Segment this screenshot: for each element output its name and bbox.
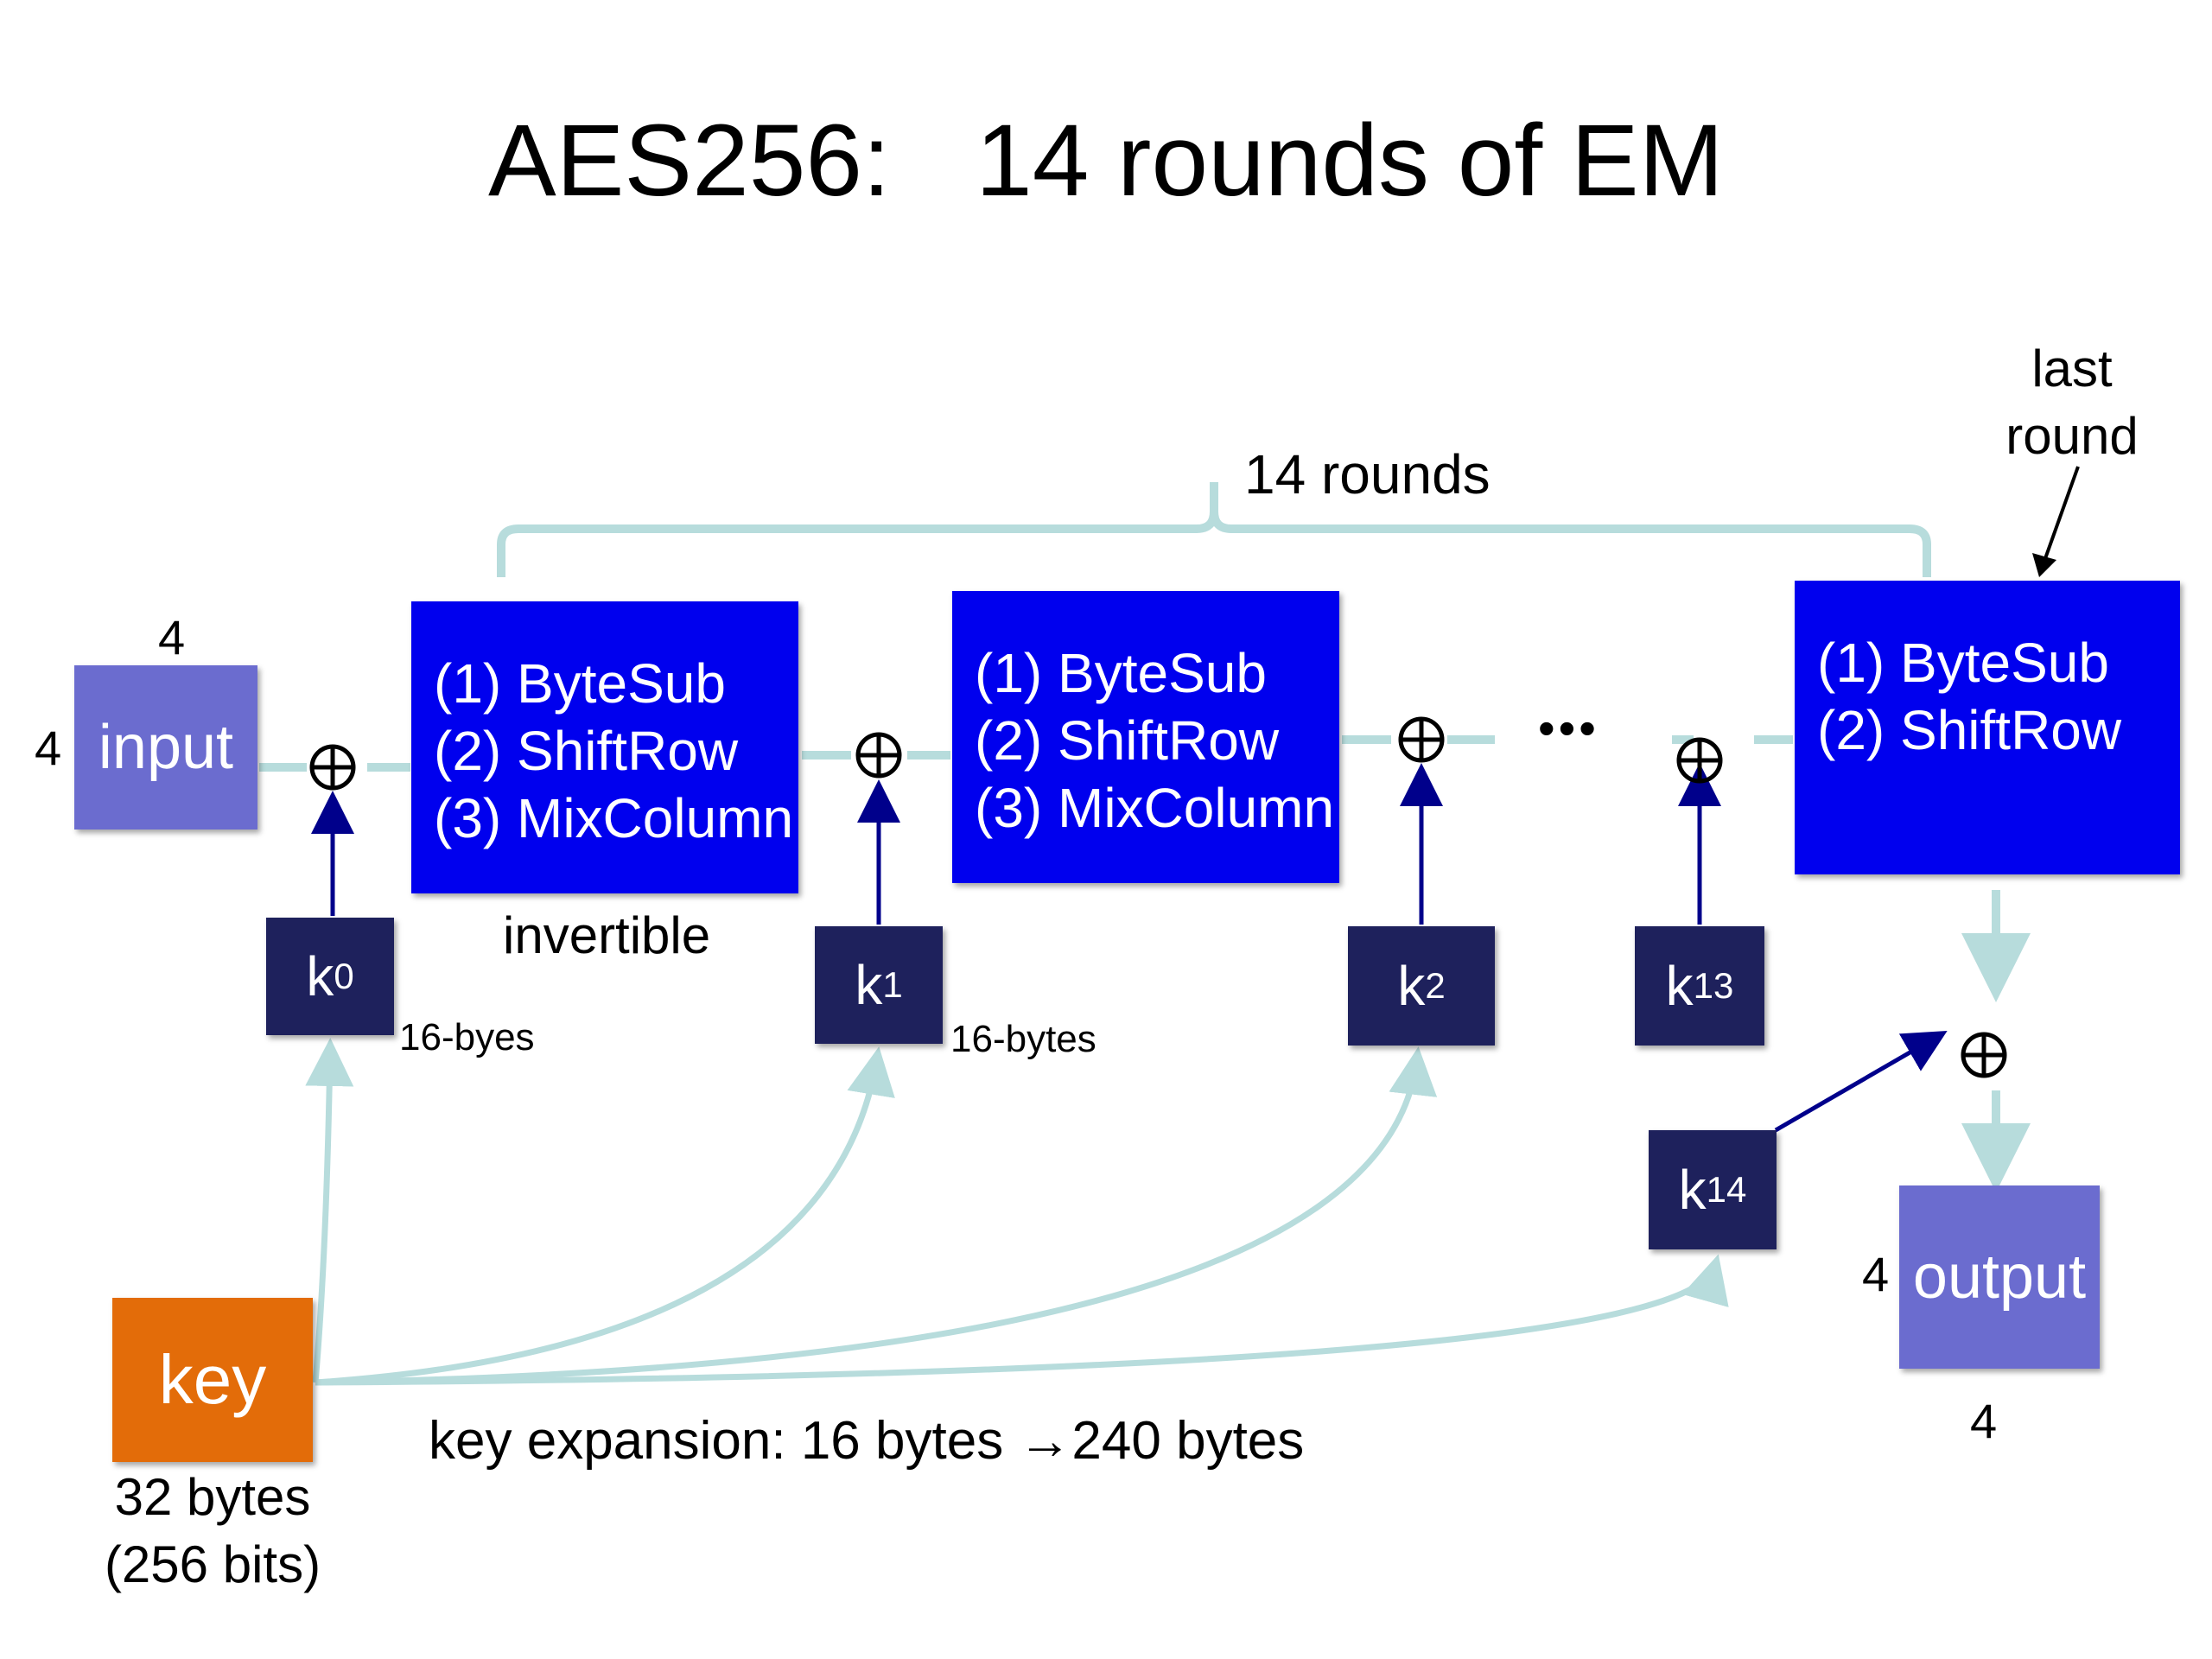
round-key-k2-sub: 2 [1425, 965, 1446, 1006]
round-key-k1-base: k [855, 954, 883, 1016]
round-key-k0-base: k [306, 945, 334, 1007]
key-expansion-label: key expansion: 16 bytes →240 bytes [429, 1411, 1305, 1471]
round-key-k2-base: k [1397, 955, 1426, 1017]
input-label: input [98, 713, 234, 782]
last-round-label-line2: round [2005, 407, 2139, 465]
round-key-k1-sub: 1 [882, 964, 903, 1005]
input-dim-left: 4 [35, 721, 62, 775]
round-box-2: (1) ByteSub (2) ShiftRow (3) MixColumn [952, 591, 1339, 883]
output-dim-bottom: 4 [1970, 1394, 1998, 1448]
xor-icon [1676, 737, 1723, 784]
xor-icon [855, 732, 902, 779]
xor-icon [1398, 716, 1445, 763]
last-round-label: last round [2003, 335, 2141, 470]
page-title: AES256: 14 rounds of EM [488, 104, 1724, 218]
key-size-line1: 32 bytes [114, 1468, 311, 1526]
round-key-k13-base: k [1665, 955, 1694, 1017]
last-round-pointer [2042, 466, 2080, 564]
last-round-label-line1: last [2031, 340, 2113, 397]
round-key-k0-sub: 0 [334, 956, 354, 996]
xor-icon [309, 744, 356, 791]
rounds-brace [497, 482, 1931, 577]
round-key-k14-base: k [1678, 1159, 1707, 1221]
ellipsis: ••• [1538, 701, 1599, 755]
k0-size-label: 16-byes [399, 1016, 535, 1058]
invertible-label: invertible [503, 906, 711, 964]
key-label: key [158, 1341, 267, 1418]
round-key-k14-sub: 14 [1706, 1169, 1747, 1210]
round-key-arrows [311, 763, 1948, 1133]
last-round-step-1: (1) ByteSub [1817, 632, 2109, 694]
output-dim-left: 4 [1862, 1247, 1890, 1301]
round-1-step-2: (2) ShiftRow [434, 720, 739, 782]
data-path [259, 735, 1793, 772]
key-box: key [112, 1298, 313, 1462]
key-size: 32 bytes (256 bits) [86, 1464, 339, 1599]
round-1-step-3: (3) MixColumn [434, 787, 794, 849]
round-2-step-2: (2) ShiftRow [975, 709, 1280, 772]
round-box-1: (1) ByteSub (2) ShiftRow (3) MixColumn [411, 601, 798, 893]
round-2-step-3: (3) MixColumn [975, 777, 1335, 839]
k1-size-label: 16-bytes [950, 1018, 1096, 1060]
rounds-brace-label: 14 rounds [1244, 443, 1491, 505]
last-round-step-2: (2) ShiftRow [1817, 699, 2122, 761]
output-label: output [1912, 1243, 2087, 1312]
round-1-step-1: (1) ByteSub [434, 652, 726, 715]
key-size-line2: (256 bits) [104, 1535, 321, 1593]
round-box-last: (1) ByteSub (2) ShiftRow [1795, 581, 2180, 874]
key-expansion-curves [305, 1038, 1729, 1386]
round-2-step-1: (1) ByteSub [975, 642, 1267, 704]
round-key-k13-sub: 13 [1693, 965, 1734, 1006]
output-box: output [1899, 1185, 2100, 1369]
input-dim-top: 4 [158, 610, 186, 664]
xor-icon [1961, 1032, 2007, 1078]
input-box: input [74, 665, 257, 830]
